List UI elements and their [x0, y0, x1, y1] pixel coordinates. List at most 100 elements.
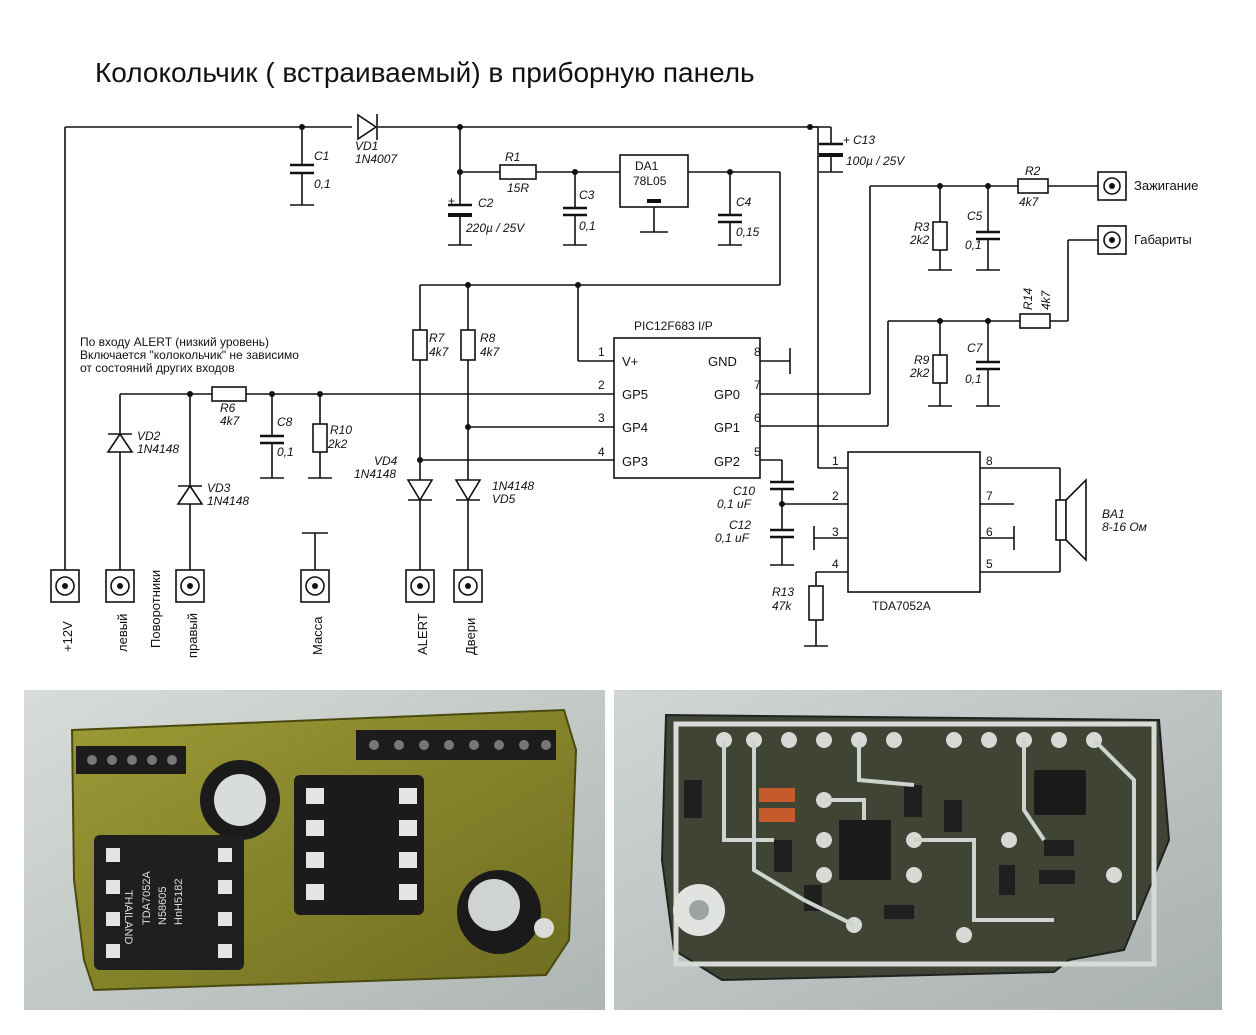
- r2-ref: R2: [1025, 164, 1041, 178]
- r8-value: 4k7: [480, 345, 501, 359]
- alert-note: По входу ALERT (низкий уровень) Включает…: [80, 335, 299, 375]
- chip-text-2: N58605: [157, 886, 169, 925]
- amp-pin3: 3: [832, 525, 839, 539]
- vd1-value: 1N4007: [355, 152, 398, 166]
- c3-value: 0,1: [579, 219, 596, 233]
- amp-pin4: 4: [832, 557, 839, 571]
- diagram-title: Колокольчик ( встраиваемый) в приборную …: [95, 57, 755, 88]
- c8-ref: C8: [277, 415, 293, 429]
- dip-chip-pic: [294, 775, 424, 915]
- c13-plus: +: [843, 133, 850, 147]
- r1-value: 15R: [507, 181, 529, 195]
- vcc5-rail: [419, 172, 781, 362]
- label-doors: Двери: [463, 618, 478, 655]
- r1-ref: R1: [505, 150, 520, 164]
- diode-vd3: VD3 1N4148: [176, 394, 249, 570]
- alert-doors-network: R7 4k7 R8 4k7 VD4 1N4148 1N4148 VD5: [354, 329, 614, 570]
- gp5-input: R6 4k7 C8 0,1 R10 2k2: [120, 386, 614, 479]
- mcu-pin6-label: GP1: [714, 420, 740, 435]
- r3-ref: R3: [914, 220, 930, 234]
- chip-text-4: THAILAND: [122, 890, 134, 944]
- mcu-pin6-num: 6: [754, 411, 761, 425]
- vd2-value: 1N4148: [137, 442, 179, 456]
- c2-ref: C2: [478, 196, 494, 210]
- chip-text-1: TDA7052A: [141, 871, 153, 925]
- c4-value: 0,15: [736, 225, 760, 239]
- vd1-ref: VD1: [355, 139, 378, 153]
- r6-ref: R6: [220, 401, 236, 415]
- terminal-alert: ALERT: [405, 569, 435, 655]
- mcu-pin1-num: 1: [598, 345, 605, 359]
- mcu-pin3-num: 3: [598, 411, 605, 425]
- amp-name: TDA7052A: [872, 599, 931, 613]
- vd2-ref: VD2: [137, 429, 161, 443]
- ignition-network: R2 4k7 R3 2k2 C5 0,1: [760, 164, 1098, 395]
- mcu-pin2-num: 2: [598, 378, 605, 392]
- c1-value: 0,1: [314, 177, 331, 191]
- pin-header-left: [76, 746, 186, 774]
- mcu-pin2-label: GP5: [622, 387, 648, 402]
- mounting-hole: [689, 900, 709, 920]
- r7-ref: R7: [429, 331, 446, 345]
- c12-value: 0,1 uF: [715, 531, 750, 545]
- mcu-pin5-label: GP2: [714, 454, 740, 469]
- capacitor-c2: + C2 220µ / 25V: [448, 127, 525, 246]
- c2-value: 220µ / 25V: [465, 221, 525, 235]
- r14-value: 4k7: [1039, 289, 1053, 310]
- capacitor-c3: C3 0,1: [563, 172, 596, 246]
- amplifier-tda7052a: TDA7052A 1 2 3 4 8 7 6 5: [813, 451, 1060, 613]
- capacitor-c4: C4 0,15: [718, 172, 760, 246]
- r9-ref: R9: [914, 353, 930, 367]
- mcu-pin8-label: GND: [708, 354, 737, 369]
- terminal-12v: +12V: [50, 569, 80, 652]
- electrolytic-cap-2: [457, 870, 554, 954]
- label-turn-signals: Поворотники: [148, 570, 163, 648]
- resistor-r1: R1 15R: [460, 150, 620, 195]
- note-line-2: Включается "колокольчик" не зависимо: [80, 348, 299, 362]
- amp-pin8: 8: [986, 454, 993, 468]
- c5-value: 0,1: [965, 238, 982, 252]
- terminal-right: правый: [175, 569, 205, 658]
- smd-chip-1: [839, 820, 891, 880]
- c3-ref: C3: [579, 188, 595, 202]
- c8-value: 0,1: [277, 445, 294, 459]
- vd5-value: 1N4148: [492, 479, 534, 493]
- amp-pin1: 1: [832, 454, 839, 468]
- label-left: левый: [115, 614, 130, 652]
- note-line-3: от состояний других входов: [80, 361, 235, 375]
- pcb-traces: [722, 738, 1136, 927]
- terminal-sidelights: Габариты: [1097, 225, 1192, 255]
- c7-ref: C7: [967, 341, 984, 355]
- amp-pin7: 7: [986, 489, 993, 503]
- ground-trace-outline: [673, 721, 1157, 967]
- label-ignition: Зажигание: [1134, 178, 1198, 193]
- mcu-pin4-num: 4: [598, 445, 605, 459]
- c10-value: 0,1 uF: [717, 497, 752, 511]
- schematic-diagram: Колокольчик ( встраиваемый) в приборную …: [50, 57, 1198, 658]
- top-rail: [64, 124, 818, 570]
- label-12v: +12V: [60, 621, 75, 652]
- vd4-ref: VD4: [374, 454, 398, 468]
- photo-solder-side: [614, 690, 1222, 1010]
- r14-ref: R14: [1021, 288, 1035, 310]
- electrolytic-cap-1: [200, 760, 280, 840]
- capacitor-c13: + C13 100µ / 25V: [810, 126, 905, 468]
- mcu-name: PIC12F683 I/P: [634, 319, 713, 333]
- r13-value: 47k: [772, 599, 792, 613]
- label-alert: ALERT: [415, 613, 430, 655]
- r10-value: 2k2: [327, 437, 348, 451]
- speaker-ba1: BA1 8-16 Ом: [1055, 468, 1147, 572]
- mcu-pin4-label: GP3: [622, 454, 648, 469]
- regulator-da1: DA1 78L05: [619, 154, 780, 233]
- mcu-pin1-label: V+: [622, 354, 638, 369]
- terminal-left: левый: [105, 569, 135, 652]
- photo-component-side-drawing: TDA7052A N58605 HnH5182 THAILAND: [24, 690, 605, 1010]
- c2-plus: +: [448, 194, 455, 208]
- vd3-ref: VD3: [207, 481, 231, 495]
- chip-text-3: HnH5182: [173, 879, 185, 925]
- diode-vd1: VD1 1N4007: [355, 113, 398, 166]
- terminal-ground: Масса: [300, 532, 330, 655]
- c4-ref: C4: [736, 195, 752, 209]
- diode-vd2: VD2 1N4148: [106, 394, 179, 570]
- amp-pin2: 2: [832, 489, 839, 503]
